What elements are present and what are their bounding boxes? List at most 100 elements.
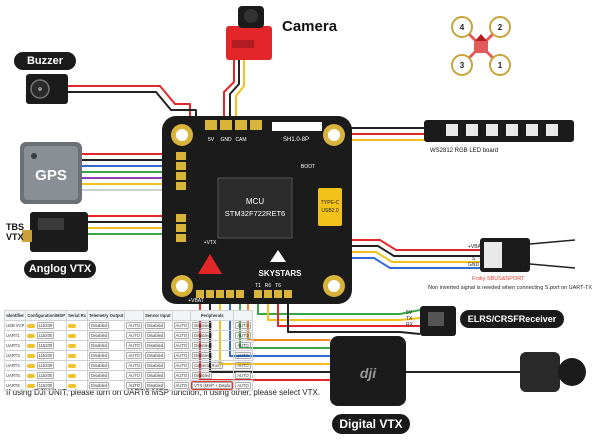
tel-select[interactable]: Disabled (89, 332, 110, 339)
periph-select[interactable]: Disabled (192, 352, 213, 359)
sensor-select[interactable]: Disabled (144, 322, 166, 329)
non-inverted-note: Non inverted signal is needed when conne… (428, 285, 593, 291)
sensor-baud-select[interactable]: AUTO (173, 342, 190, 349)
table-cell: 115200 (25, 330, 68, 341)
tel-select[interactable]: Disabled (89, 322, 110, 329)
toggle-switch[interactable] (68, 363, 77, 368)
toggle-switch[interactable] (27, 333, 36, 338)
table-cell: AUTO (171, 330, 192, 341)
tag-tx: TX (406, 316, 413, 322)
toggle-switch[interactable] (27, 383, 36, 388)
table-cell (66, 320, 89, 331)
table-cell: Disabled (190, 340, 235, 351)
tel-select[interactable]: Disabled (89, 382, 110, 389)
table-cell: UART3 (3, 350, 27, 361)
table-header-cell: Identifier (3, 310, 27, 321)
tel-select[interactable]: Disabled (89, 342, 110, 349)
gps-module (20, 142, 82, 204)
toggle-switch[interactable] (68, 383, 77, 388)
toggle-switch[interactable] (27, 373, 36, 378)
elrs-receiver-label: ELRS/CRSFReceiver (460, 310, 564, 328)
uart-identifier: UART4 (6, 363, 20, 368)
tel-baud-select[interactable]: AUTO (126, 382, 142, 389)
pad-t1-label: T1 (255, 283, 261, 289)
toggle-switch[interactable] (27, 363, 36, 368)
table-cell: Disabled (142, 330, 173, 341)
periph-baud-select[interactable]: AUTO (235, 382, 251, 389)
periph-baud-select[interactable]: AUTO (235, 322, 251, 329)
table-cell (66, 340, 89, 351)
sensor-select[interactable]: Disabled (144, 372, 166, 379)
tel-baud-select[interactable]: AUTO (126, 342, 142, 349)
sensor-baud-select[interactable]: AUTO (173, 362, 190, 369)
baud-select[interactable]: 115200 (36, 382, 55, 389)
tel-baud-select[interactable]: AUTO (126, 372, 142, 379)
sensor-baud-select[interactable]: AUTO (173, 352, 190, 359)
baud-select[interactable]: 115200 (36, 342, 55, 349)
sensor-baud-select[interactable]: AUTO (173, 322, 190, 329)
toggle-switch[interactable] (68, 323, 77, 328)
sensor-select[interactable]: Disabled (144, 362, 166, 369)
pad-cam-label: CAM (235, 137, 246, 143)
table-cell: AUTO (171, 340, 192, 351)
tel-select[interactable]: Disabled (89, 362, 110, 369)
baud-select[interactable]: 115200 (36, 362, 55, 369)
tag-vbat: +VBAT (468, 244, 484, 250)
periph-select[interactable]: Camera (Run) (192, 362, 223, 369)
periph-select[interactable]: Disabled (192, 372, 213, 379)
table-cell: USB VCP (3, 320, 27, 331)
periph-baud-select[interactable]: AUTO (235, 362, 251, 369)
table-cell: 115200 (25, 320, 68, 331)
table-cell: AUTO (233, 320, 253, 331)
periph-select[interactable]: Disabled (192, 342, 213, 349)
baud-select[interactable]: 115200 (36, 352, 55, 359)
table-header-cell (171, 310, 192, 321)
toggle-switch[interactable] (68, 343, 77, 348)
digital-vtx-module: dji (330, 336, 586, 406)
toggle-switch[interactable] (27, 323, 36, 328)
toggle-switch[interactable] (27, 353, 36, 358)
sensor-select[interactable]: Disabled (144, 342, 166, 349)
board-text: MCU STM32F722RET6 SKYSTARS SH1.0-8P 5V G… (188, 137, 315, 304)
motor-1-label: 1 (498, 61, 503, 70)
sensor-baud-select[interactable]: AUTO (173, 372, 190, 379)
table-cell: AUTO (233, 330, 253, 341)
tel-select[interactable]: Disabled (89, 372, 110, 379)
toggle-switch[interactable] (27, 343, 36, 348)
baud-select[interactable]: 115200 (36, 322, 55, 329)
sensor-baud-select[interactable]: AUTO (173, 332, 190, 339)
periph-baud-select[interactable]: AUTO (235, 342, 251, 349)
sensor-select[interactable]: Disabled (144, 382, 166, 389)
table-cell (66, 370, 89, 381)
periph-select[interactable]: Disabled (192, 322, 213, 329)
tel-baud-select[interactable]: AUTO (126, 322, 142, 329)
tel-baud-select[interactable]: AUTO (126, 352, 142, 359)
periph-select[interactable]: VTX (MSP + Displa (191, 381, 233, 390)
periph-baud-select[interactable]: AUTO (235, 332, 251, 339)
tel-select[interactable]: Disabled (89, 352, 110, 359)
table-cell: 115200 (25, 360, 68, 371)
baud-select[interactable]: 115200 (36, 372, 55, 379)
periph-baud-select[interactable]: AUTO (235, 352, 251, 359)
toggle-switch[interactable] (68, 373, 77, 378)
table-cell: 115200 (25, 340, 68, 351)
sensor-select[interactable]: Disabled (144, 332, 166, 339)
toggle-switch[interactable] (68, 353, 77, 358)
table-header-cell: Configuration/MSP (25, 310, 68, 321)
toggle-switch[interactable] (68, 333, 77, 338)
sensor-baud-select[interactable]: AUTO (173, 382, 190, 389)
table-cell (66, 360, 89, 371)
table-cell: UART6 (3, 380, 27, 391)
tel-baud-select[interactable]: AUTO (126, 332, 142, 339)
baud-select[interactable]: 115200 (36, 332, 55, 339)
pad-boot-label: BOOT (301, 164, 315, 170)
tel-baud-select[interactable]: AUTO (126, 362, 142, 369)
periph-baud-select[interactable]: AUTO (235, 372, 251, 379)
sensor-select[interactable]: Disabled (144, 352, 166, 359)
periph-select[interactable]: Disabled (192, 332, 213, 339)
table-cell: AUTO (233, 370, 253, 381)
svg-text:dji: dji (360, 365, 377, 381)
